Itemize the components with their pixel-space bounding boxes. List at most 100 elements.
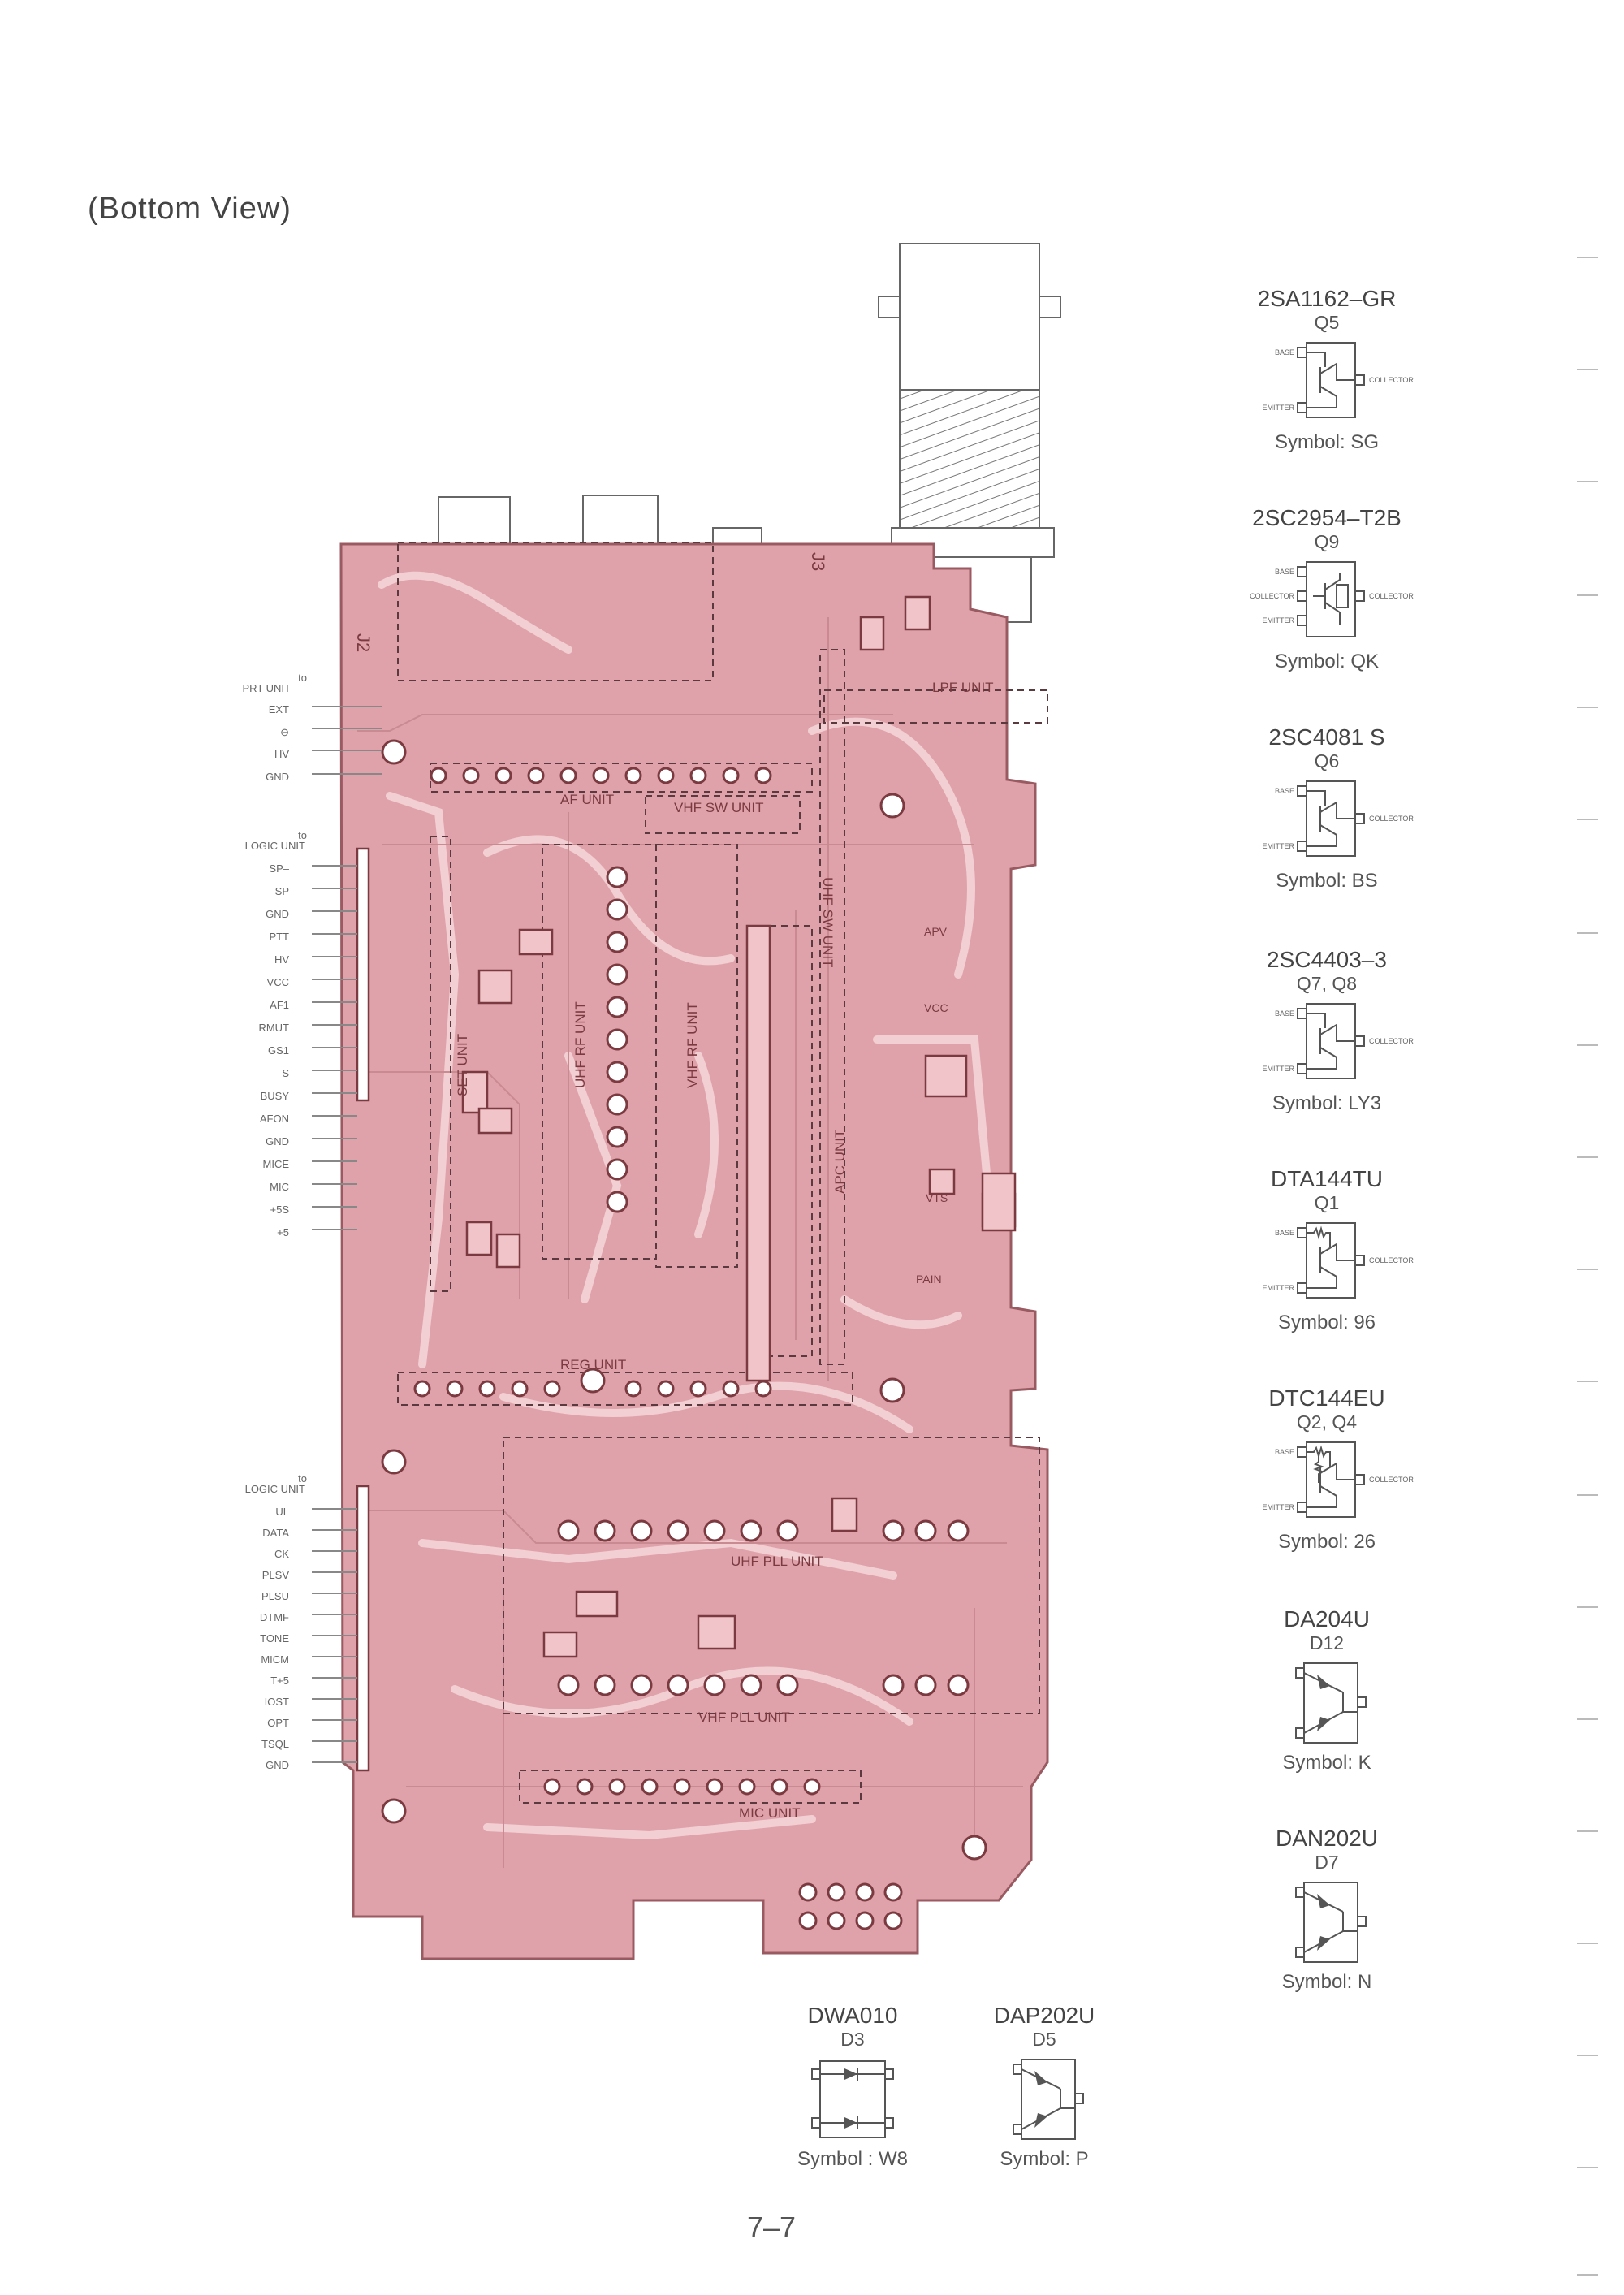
antenna-connector — [878, 243, 1061, 623]
connector-logic1-head-to: to — [298, 829, 307, 841]
page-number: 7–7 — [746, 2211, 797, 2244]
pin-name: EMITTER — [1263, 842, 1295, 850]
pin-label: GS1 — [267, 1044, 289, 1057]
edge-tick — [1577, 2055, 1598, 2056]
component-symbol-code: Symbol: P — [1000, 2148, 1089, 2170]
pin-label: MICE — [262, 1158, 290, 1170]
pin-label: MICM — [261, 1653, 289, 1666]
label-uhf-rf-unit: UHF RF UNIT — [572, 1001, 588, 1088]
component-reference: Q6 — [1314, 750, 1340, 771]
view-title: (Bottom View) — [88, 192, 292, 226]
component-part-number: 2SC4403–3 — [1267, 947, 1387, 972]
pin-label: PLSU — [261, 1590, 289, 1602]
component-symbol-code: Symbol: 26 — [1277, 1531, 1376, 1553]
label-apc-unit: APC UNIT — [832, 1130, 848, 1194]
diode-symbol-icon — [1013, 2059, 1084, 2140]
pin-label: S — [282, 1067, 289, 1079]
label-uhf-pll-unit: UHF PLL UNIT — [731, 1554, 823, 1569]
pin-name: COLLECTOR — [1369, 1037, 1414, 1045]
pin-label: GND — [266, 1759, 289, 1771]
component-symbol-code: Symbol: SG — [1274, 431, 1380, 453]
component-symbol-code: Symbol: K — [1282, 1752, 1371, 1774]
pin-label: ⊖ — [280, 725, 289, 738]
connector-logic2-head-to: to — [298, 1472, 307, 1485]
component-symbol-code: Symbol: N — [1281, 1971, 1372, 1993]
edge-tick — [1577, 1606, 1598, 1608]
pin-label: +5 — [277, 1226, 289, 1238]
pin-label: AF1 — [270, 999, 289, 1011]
mounting-holes — [381, 739, 987, 1861]
pcb-components — [356, 595, 1017, 1772]
connector-logic2-head-unit: LOGIC UNIT — [244, 1483, 305, 1495]
edge-tick — [1577, 481, 1598, 482]
label-set-unit: SET UNIT — [455, 1034, 470, 1096]
pin-label: T+5 — [270, 1675, 289, 1687]
pin-label: IOST — [264, 1696, 289, 1708]
edge-tick — [1577, 707, 1598, 708]
pin-label: AFON — [259, 1113, 289, 1125]
pin-name: BASE — [1275, 1448, 1294, 1456]
pin-name: EMITTER — [1263, 1503, 1295, 1511]
component-symbol-code: Symbol: QK — [1274, 650, 1380, 672]
pin-name: EMITTER — [1263, 1284, 1295, 1292]
pin-label: VCC — [266, 976, 289, 988]
component-part-number: DWA010 — [807, 2003, 898, 2028]
connector-prt: to PRT UNIT — [209, 672, 307, 694]
edge-tick — [1577, 1156, 1598, 1158]
edge-tick — [1577, 257, 1598, 258]
component-part-number: 2SC4081 S — [1268, 724, 1385, 750]
edge-tick — [1577, 932, 1598, 934]
pin-label: TSQL — [261, 1738, 289, 1750]
label-af-unit: AF UNIT — [560, 792, 614, 807]
component-reference: Q2, Q4 — [1296, 1411, 1358, 1433]
pin-name: BASE — [1275, 1009, 1294, 1018]
pin-name: COLLECTOR — [1369, 1476, 1414, 1484]
label-uhf-sw-unit: UHF SW UNIT — [820, 877, 836, 967]
component-symbol-code: Symbol : W8 — [797, 2148, 909, 2170]
connector-leads — [312, 706, 382, 1763]
connector-logic2-pins: UL DATA CK PLSV PLSU DTMF TONE MICM T+5 … — [211, 1502, 289, 1776]
label-j3: J3 — [808, 552, 828, 571]
pin-label: SP — [274, 885, 289, 897]
pin-label: TONE — [260, 1632, 289, 1645]
pin-name: EMITTER — [1263, 616, 1295, 625]
label-vhf-rf-unit: VHF RF UNIT — [685, 1002, 700, 1088]
pin-label: EXT — [268, 703, 289, 715]
edge-tick — [1577, 1494, 1598, 1496]
pin-name: COLLECTOR — [1250, 592, 1294, 600]
component-part-number: DAN202U — [1275, 1826, 1379, 1851]
edge-tick — [1577, 2274, 1598, 2276]
label-lpf-unit: LPF UNIT — [932, 680, 994, 695]
pin-name: BASE — [1275, 348, 1294, 357]
pin-label: HV — [274, 748, 289, 760]
connector-prt-pins: EXT ⊖ HV GND — [211, 698, 289, 788]
component-reference: Q1 — [1314, 1192, 1340, 1213]
edge-tick — [1577, 1381, 1598, 1382]
transistor-symbol-icon: BASE EMITTER COLLECTOR — [1263, 1441, 1414, 1518]
connector-prt-head-unit: PRT UNIT — [242, 682, 291, 694]
pin-name: BASE — [1275, 787, 1294, 795]
pin-name: COLLECTOR — [1369, 1256, 1414, 1264]
edge-tick — [1577, 1718, 1598, 1720]
edge-tick — [1577, 369, 1598, 370]
edge-tick — [1577, 1943, 1598, 1944]
pin-label: CK — [274, 1548, 289, 1560]
component-symbol-code: Symbol: BS — [1276, 870, 1378, 892]
pin-label: DATA — [262, 1527, 289, 1539]
component-symbol-code: Symbol: 96 — [1277, 1312, 1376, 1333]
connector-logic1: to LOGIC UNIT — [209, 830, 307, 851]
pin-label: GND — [266, 908, 289, 920]
connector-prt-head-to: to — [298, 672, 307, 684]
pin-name: BASE — [1275, 568, 1294, 576]
component-reference: D12 — [1309, 1632, 1345, 1653]
edge-tick — [1577, 594, 1598, 596]
